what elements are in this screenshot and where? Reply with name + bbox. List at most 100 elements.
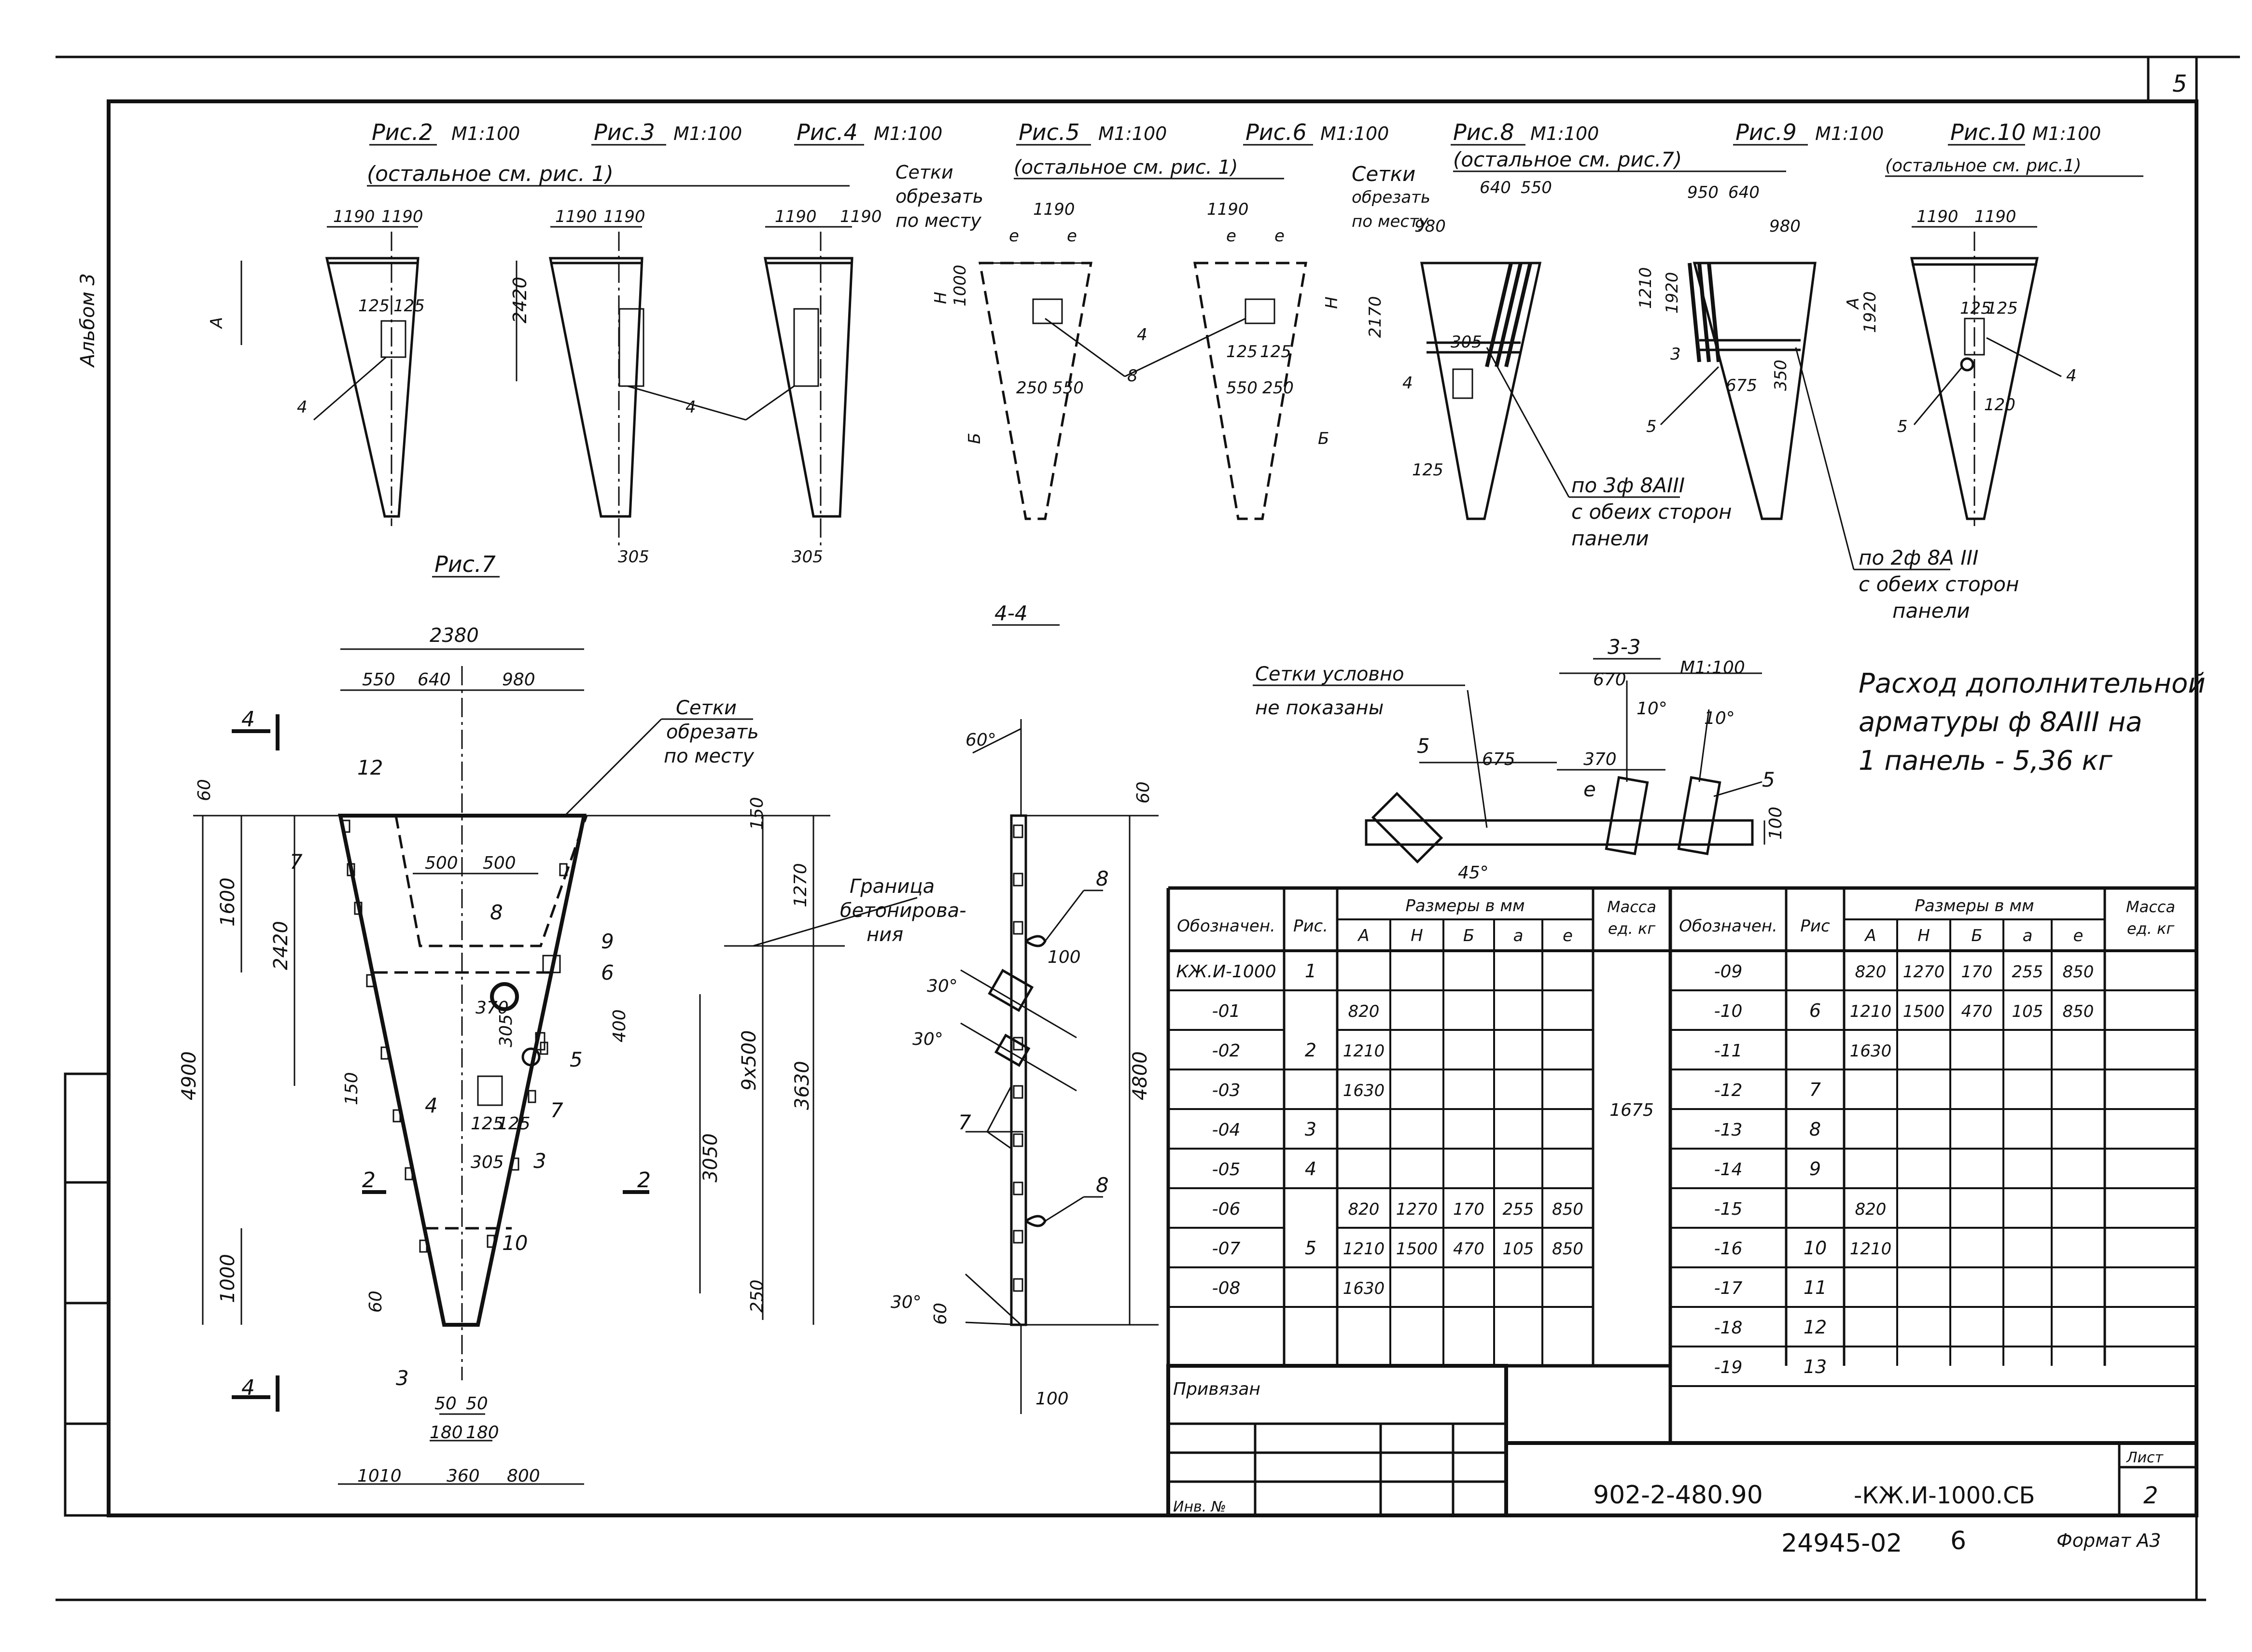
- privyazan-label: Привязан: [1173, 1379, 1260, 1399]
- svg-text:2: 2: [637, 1168, 651, 1193]
- svg-text:30°: 30°: [927, 976, 958, 996]
- list-number: 2: [2143, 1482, 2158, 1509]
- svg-text:1190: 1190: [381, 207, 423, 226]
- svg-text:550: 550: [1052, 378, 1084, 398]
- svg-text:е: е: [1274, 226, 1285, 246]
- svg-text:арматуры ф 8АIII на: арматуры ф 8АIII на: [1859, 707, 2142, 738]
- header-mass: ед. кг: [1608, 919, 1655, 938]
- sheet-frame: [56, 56, 2240, 1601]
- svg-text:305: 305: [496, 1014, 516, 1047]
- svg-text:60: 60: [195, 779, 214, 801]
- table-H: 1500: [1903, 1002, 1945, 1021]
- table-a: 255: [2012, 962, 2043, 982]
- svg-text:обрезать: обрезать: [666, 721, 759, 743]
- inv-label: Инв. №: [1173, 1499, 1226, 1515]
- fig3-scale: М1:100: [673, 123, 742, 144]
- fig2-scale: М1:100: [451, 123, 520, 144]
- svg-text:7: 7: [958, 1111, 971, 1134]
- svg-text:45°: 45°: [1458, 863, 1489, 883]
- sheet-number: 5: [2172, 70, 2187, 97]
- svg-text:800: 800: [507, 1466, 540, 1486]
- svg-text:60: 60: [366, 1291, 386, 1313]
- table-H: 1500: [1396, 1239, 1438, 1259]
- table-designation: -17: [1714, 1278, 1743, 1298]
- fig7-dims: 2380 550 640 980 12 7 500 500 8 9 6 5 7 …: [178, 625, 813, 1486]
- svg-text:100: 100: [1766, 806, 1786, 840]
- fig7-section-marks: 4 4 2 2: [232, 707, 651, 1412]
- header-mass: ед. кг: [2127, 919, 2174, 938]
- header-designation: Обозначен.: [1679, 916, 1777, 936]
- table-e: 850: [1552, 1239, 1583, 1259]
- table-B: 170: [1453, 1200, 1484, 1219]
- svg-text:350: 350: [1771, 360, 1790, 391]
- bar-notes: по 3ф 8АIII с обеих сторон панели по 2ф …: [1486, 347, 2019, 623]
- table-designation: КЖ.И-1000: [1176, 962, 1276, 982]
- small-panel-dims: 1190 1190 125 125 А 4 1190 1190 2420 305…: [207, 178, 2077, 567]
- fig7-notes: Сетки обрезать по месту Граница бетониро…: [564, 697, 966, 947]
- svg-text:305: 305: [792, 547, 823, 567]
- table-fig: 4: [1305, 1158, 1316, 1180]
- table-designation: -16: [1714, 1239, 1743, 1259]
- svg-text:1210: 1210: [1636, 267, 1655, 309]
- album-label: Альбом 3: [77, 273, 99, 368]
- svg-text:360: 360: [447, 1466, 480, 1486]
- svg-text:7: 7: [290, 850, 303, 874]
- table-a: 105: [2012, 1002, 2043, 1021]
- svg-text:180: 180: [430, 1423, 463, 1443]
- small-panels: [325, 232, 2039, 550]
- svg-text:Б: Б: [965, 433, 984, 444]
- svg-text:1 панель - 5,36 кг: 1 панель - 5,36 кг: [1859, 745, 2112, 777]
- table-fig: 7: [1809, 1079, 1821, 1100]
- svg-text:1600: 1600: [217, 877, 239, 927]
- svg-text:е: е: [1067, 226, 1077, 246]
- header-fig: Рис.: [1293, 916, 1328, 936]
- svg-text:180: 180: [466, 1423, 499, 1443]
- table-fig: 9: [1809, 1158, 1821, 1180]
- table-designation: -12: [1714, 1081, 1743, 1100]
- header-e: е: [1563, 926, 1573, 945]
- svg-text:1000: 1000: [217, 1254, 239, 1303]
- fig4-scale: М1:100: [874, 123, 942, 144]
- svg-text:по месту: по месту: [895, 210, 981, 231]
- svg-text:А: А: [207, 317, 226, 329]
- fig8-title: Рис.8: [1453, 119, 1514, 145]
- svg-text:50: 50: [466, 1394, 488, 1414]
- svg-text:125: 125: [1226, 342, 1258, 361]
- svg-text:3630: 3630: [791, 1061, 813, 1110]
- svg-text:бетонирова-: бетонирова-: [840, 900, 966, 922]
- table-mass: 1675: [1609, 1100, 1654, 1120]
- svg-text:по 2ф 8А III: по 2ф 8А III: [1859, 546, 1978, 569]
- svg-text:Сетки: Сетки: [895, 162, 953, 183]
- table-designation: -01: [1212, 1001, 1241, 1021]
- svg-text:500: 500: [425, 853, 458, 873]
- table-fig: 12: [1804, 1317, 1827, 1338]
- table-designation: -11: [1714, 1041, 1743, 1061]
- svg-text:1920: 1920: [1860, 291, 1880, 333]
- header-a: а: [1513, 926, 1524, 945]
- table-A: 1210: [1343, 1239, 1385, 1259]
- svg-text:1010: 1010: [357, 1466, 402, 1486]
- table-fig: 10: [1804, 1237, 1827, 1259]
- fig7-title: Рис.7: [434, 551, 496, 577]
- svg-text:Б: Б: [1318, 429, 1329, 448]
- svg-text:125: 125: [358, 296, 390, 316]
- svg-text:Сетки условно: Сетки условно: [1255, 663, 1404, 685]
- header-A: А: [1864, 926, 1876, 945]
- svg-text:2170: 2170: [1366, 296, 1385, 338]
- svg-text:1190: 1190: [1207, 200, 1249, 219]
- svg-text:с обеих сторон: с обеих сторон: [1859, 572, 2019, 596]
- svg-text:1000: 1000: [951, 264, 970, 306]
- section-33-title: 3-3: [1608, 635, 1641, 659]
- svg-text:60: 60: [1133, 781, 1153, 804]
- svg-text:Сетки: Сетки: [676, 697, 737, 719]
- fig10-scale: М1:100: [2032, 123, 2101, 144]
- svg-text:250: 250: [1016, 378, 1048, 398]
- svg-text:100: 100: [1048, 947, 1081, 967]
- table-A: 820: [1348, 1002, 1380, 1021]
- svg-text:125: 125: [1960, 299, 1991, 318]
- archive-number: 24945-02: [1781, 1529, 1902, 1558]
- fig7-panel: [193, 648, 845, 1485]
- svg-text:1270: 1270: [791, 863, 811, 907]
- svg-text:125: 125: [497, 1114, 531, 1134]
